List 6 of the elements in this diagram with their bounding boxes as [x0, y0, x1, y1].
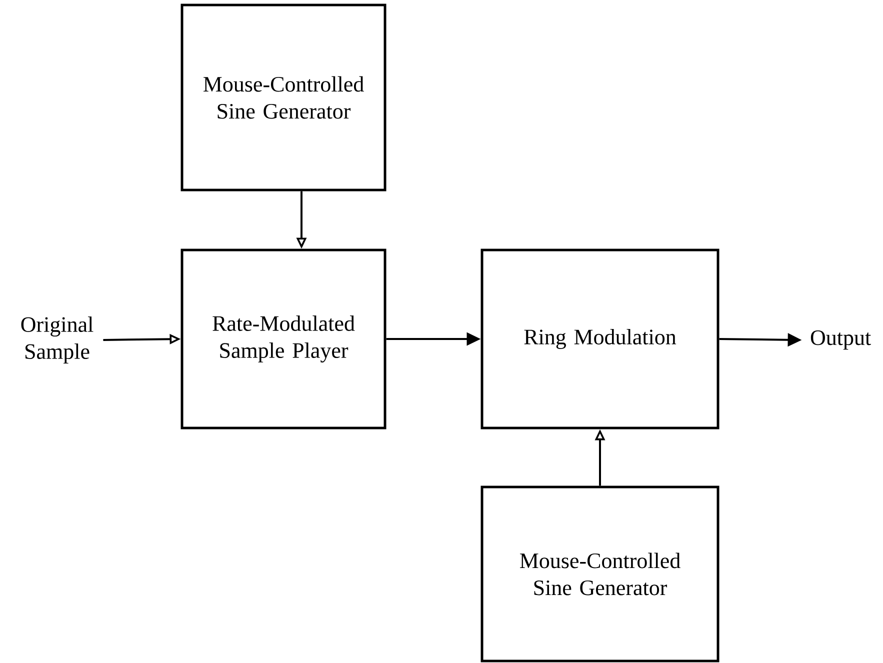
generator-box: Mouse-Controlled Sine Generator	[480, 486, 720, 662]
input-label: Original Sample	[21, 316, 94, 364]
generator-box: Mouse-Controlled Sine Generator	[180, 4, 386, 192]
output-label: Output	[810, 330, 871, 350]
process-box: Rate-Modulated Sample Player	[180, 248, 386, 430]
process-box: Ring Modulation	[480, 248, 720, 430]
